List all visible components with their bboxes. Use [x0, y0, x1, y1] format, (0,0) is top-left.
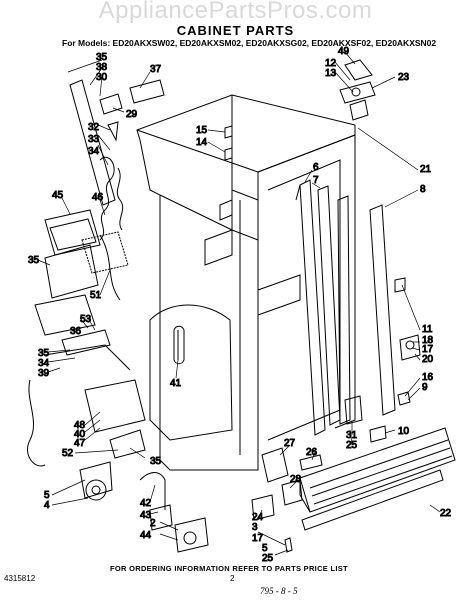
left-trim-strip	[69, 79, 165, 241]
callout-32: 32	[88, 122, 100, 133]
callout-39: 39	[38, 368, 50, 379]
lower-left-wiring	[27, 344, 146, 467]
callout-34a: 34	[88, 146, 100, 157]
callout-35c: 35	[38, 348, 50, 359]
callout-4: 4	[44, 500, 50, 511]
callout-35d: 35	[150, 456, 162, 467]
callout-10: 10	[398, 426, 410, 437]
callout-41: 41	[170, 378, 182, 389]
callout-30: 30	[96, 72, 108, 83]
callout-12: 12	[325, 58, 337, 69]
callout-33: 33	[88, 134, 100, 145]
callout-37: 37	[150, 64, 162, 75]
callout-5a: 5	[44, 490, 50, 501]
callout-27: 27	[284, 438, 296, 449]
callout-8: 8	[420, 184, 426, 195]
callout-25a: 25	[346, 440, 358, 451]
callout-22: 22	[440, 508, 452, 519]
callout-38: 38	[96, 62, 108, 73]
callout-43: 43	[140, 510, 152, 521]
callout-23: 23	[398, 72, 410, 83]
page-number: 2	[230, 574, 235, 583]
callout-11: 11	[422, 324, 433, 335]
callout-45: 45	[52, 190, 64, 201]
callout-16: 16	[422, 372, 434, 383]
callout-18: 18	[422, 335, 434, 346]
bottom-hardware	[251, 447, 323, 553]
top-hinge	[224, 59, 376, 161]
revision-date: 795 - 8 - 5	[260, 586, 298, 596]
callout-20: 20	[422, 354, 434, 365]
callout-24: 24	[252, 512, 264, 523]
callout-31: 31	[346, 430, 358, 441]
callout-2: 2	[150, 518, 156, 529]
callout-26: 26	[306, 447, 318, 458]
callout-53: 53	[80, 314, 92, 325]
callout-7: 7	[313, 175, 319, 186]
toe-grille	[299, 427, 456, 531]
callout-29: 29	[126, 109, 138, 120]
callout-42: 42	[140, 498, 152, 509]
callout-labels: 35 38 30 37 29 32 33 34 45 46 35 51 53 3…	[28, 46, 453, 565]
callout-17b: 17	[252, 533, 264, 544]
callout-34b: 34	[38, 358, 50, 369]
callout-48: 48	[74, 420, 86, 431]
callout-17a: 17	[422, 344, 434, 355]
cabinet-body	[136, 94, 356, 471]
callout-15: 15	[196, 125, 208, 136]
callout-35b: 35	[28, 255, 40, 266]
callout-49: 49	[338, 46, 350, 57]
callout-44: 44	[140, 530, 152, 541]
leader-lines	[37, 51, 441, 556]
caster-assembly	[79, 461, 209, 553]
callout-25b: 25	[262, 553, 274, 564]
document-code: 4315812	[4, 574, 36, 583]
callout-47: 47	[74, 438, 86, 449]
callout-21: 21	[420, 164, 432, 175]
callout-6: 6	[313, 162, 319, 173]
callout-9: 9	[422, 382, 428, 393]
callout-5b: 5	[262, 543, 268, 554]
page-title: CABINET PARTS	[176, 23, 295, 38]
watermark: AppliancePartsPros.com	[98, 0, 373, 24]
callout-51: 51	[90, 290, 102, 301]
callout-28: 28	[290, 474, 302, 485]
callout-52: 52	[62, 448, 74, 459]
callout-14: 14	[196, 137, 208, 148]
control-box-assembly	[34, 209, 129, 356]
right-hardware	[344, 277, 421, 443]
callout-40: 40	[74, 429, 86, 440]
callout-13: 13	[325, 68, 337, 79]
models-line: For Models: ED20AKXSW02, ED20AKXSM02, ED…	[62, 38, 437, 48]
right-channels	[295, 179, 396, 436]
callout-3: 3	[252, 522, 258, 533]
ordering-note: FOR ORDERING INFORMATION REFER TO PARTS …	[110, 564, 348, 573]
callout-35a: 35	[96, 52, 108, 63]
callout-36: 36	[70, 326, 82, 337]
callout-46: 46	[92, 192, 104, 203]
